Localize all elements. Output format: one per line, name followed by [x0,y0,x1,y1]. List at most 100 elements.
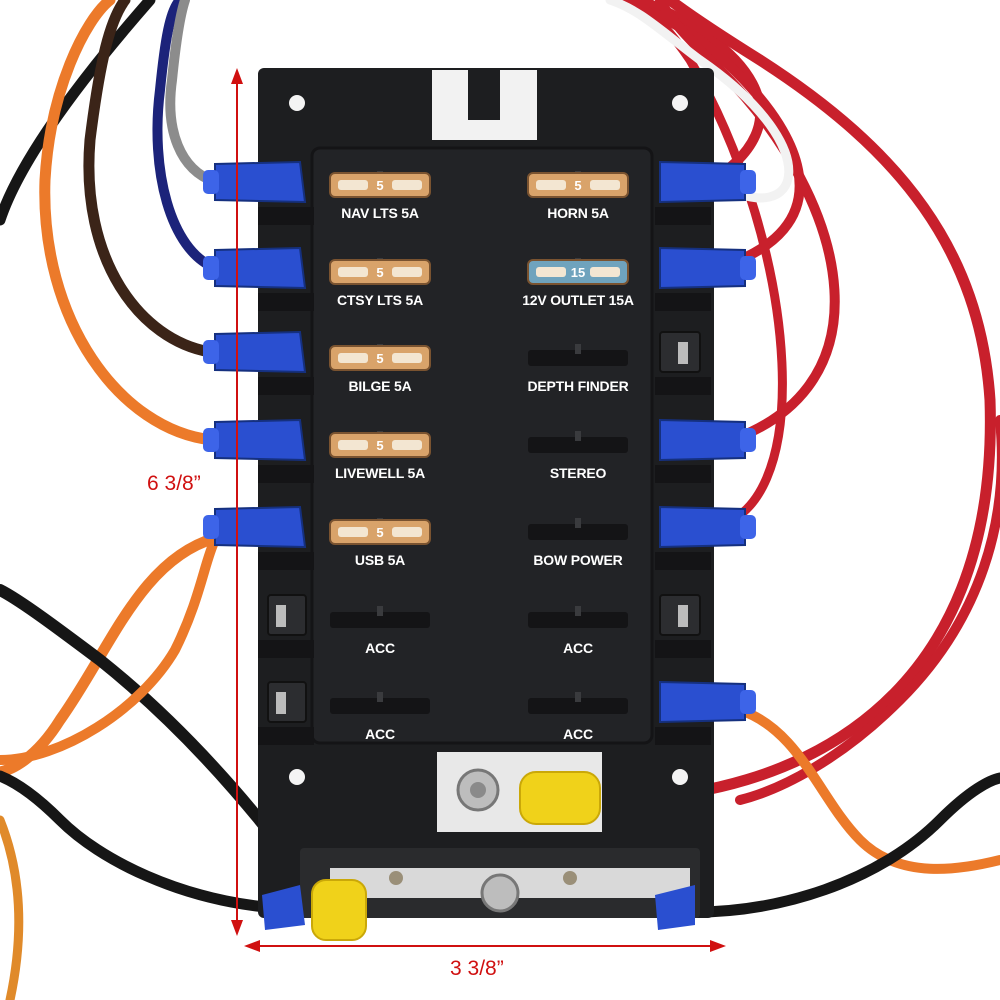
terminal-divider [258,465,314,483]
fuse-slot[interactable] [528,344,628,366]
blade-fuse[interactable] [329,172,431,198]
fuse-window [338,180,368,190]
orange-wire-lower [0,532,221,778]
blue-crimp-connector[interactable] [214,246,307,290]
connector-sleeve [203,428,219,452]
red-wire-right [735,415,1000,805]
fuse-socket [528,350,628,366]
fuse-label: STEREO [549,465,607,481]
fuse-slot[interactable]: 5 [329,171,431,198]
screw-icon [563,871,577,885]
terminal-tab [678,605,688,627]
terminal-divider [655,293,711,311]
terminal-divider [258,640,314,658]
connector-sleeve [203,256,219,280]
blue-crimp-connector[interactable] [659,160,746,204]
fuse-slot[interactable] [528,606,628,628]
connector-sleeve [203,340,219,364]
terminal-divider [655,377,711,395]
fuse-window [338,267,368,277]
fuse-slot[interactable] [330,606,430,628]
ground-stud-icon [480,873,520,913]
arrow-up-icon [231,68,243,84]
screw-icon [389,871,403,885]
blue-crimp-connector[interactable] [214,160,307,204]
blue-crimp-connector[interactable] [214,330,307,374]
fuse-slot[interactable] [330,692,430,714]
blade-fuse[interactable] [329,259,431,285]
fuse-slot[interactable]: 15 [527,258,629,285]
terminal-divider [258,293,314,311]
fuse-label: HORN 5A [547,205,609,221]
fuse-slot[interactable]: 5 [329,258,431,285]
blade-fuse[interactable] [329,345,431,371]
fuse-window [536,267,566,277]
fuse-window [590,180,620,190]
fuse-slot[interactable] [528,431,628,453]
blue-crimp-connector[interactable] [214,418,307,462]
fuse-window [536,180,566,190]
fuse-slot[interactable]: 5 [329,431,431,458]
terminal-divider [655,727,711,745]
height-dimension-label: 6 3/8” [147,472,201,495]
connector-sleeve [740,428,756,452]
blade-terminal[interactable] [267,594,307,636]
terminal-tab [276,692,286,714]
fuse-slot[interactable]: 5 [329,344,431,371]
connector-sleeve [203,170,219,194]
left-terminals [203,160,314,745]
socket-divider [575,518,581,528]
fuse-label: USB 5A [354,552,406,568]
fuse-slot[interactable]: 5 [329,518,431,545]
terminal-divider [655,207,711,225]
black-wire-right [674,772,1000,918]
mount-hole-icon [672,769,688,785]
fuse-panel [310,146,654,745]
blade-fuse[interactable] [329,519,431,545]
blade-terminal[interactable] [267,681,307,723]
black-wire [0,0,156,226]
blue-crimp-connector[interactable] [659,418,746,462]
white-wire [605,0,794,203]
terminal-divider [258,727,314,745]
fuse-label: CTSY LTS 5A [337,292,423,308]
arrow-down-icon [231,920,243,936]
terminal-divider [258,377,314,395]
fuse-slot[interactable]: 5 [527,171,629,198]
width-dimension-label: 3 3/8” [450,957,504,980]
blue-crimp-connector[interactable] [659,246,746,290]
fuse-window [392,180,422,190]
socket-divider [377,692,383,702]
orange-wire-far-left [0,815,24,1000]
arrow-right-icon [710,940,726,952]
fuse-rating: 5 [376,265,383,280]
fuse-slot[interactable] [528,518,628,540]
brown-wire [83,0,216,358]
blue-crimp-connector[interactable] [214,505,307,549]
fuse-window [392,353,422,363]
blue-ring-connector[interactable] [655,885,695,930]
navy-wire [152,0,220,273]
fuse-label: DEPTH FINDER [527,378,629,394]
red-wire-long [594,0,996,806]
socket-divider [575,692,581,702]
blue-crimp-connector[interactable] [659,680,746,724]
fuse-rating: 15 [571,265,585,280]
connector-sleeve [740,256,756,280]
fuse-rating: 5 [376,351,383,366]
terminal-divider [258,552,314,570]
yellow-ring-connector [519,771,601,825]
fuse-socket [528,524,628,540]
fuse-label: ACC [563,640,593,656]
fuse-label: BILGE 5A [348,378,412,394]
blue-ring-connector[interactable] [262,885,305,930]
fuse-slot[interactable] [528,692,628,714]
blue-crimp-connector[interactable] [659,505,746,549]
orange-wire-bottom [0,535,220,765]
blade-fuse[interactable] [527,259,629,285]
blade-fuse[interactable] [527,172,629,198]
connector-sleeve [740,170,756,194]
blade-fuse[interactable] [329,432,431,458]
socket-divider [575,344,581,354]
